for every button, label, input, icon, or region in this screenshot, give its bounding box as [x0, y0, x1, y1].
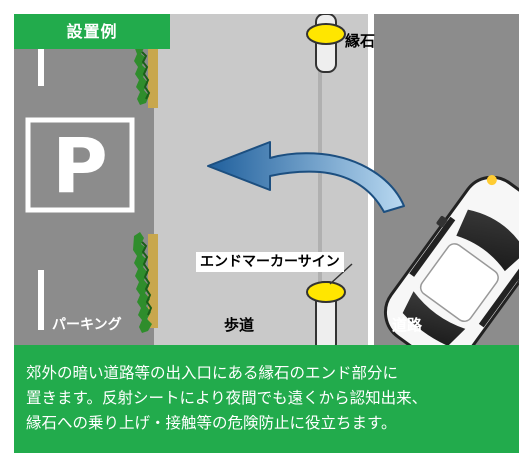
caption-line: 縁石への乗り上げ・接触等の危険防止に役立ちます。	[26, 414, 397, 432]
description-caption: 郊外の暗い道路等の出入口にある縁石のエンド部分に 置きます。反射シートにより夜間…	[14, 345, 519, 453]
parking-line-top	[38, 44, 44, 86]
sidewalk-label: 歩道	[224, 316, 255, 334]
end-marker-icon	[306, 281, 346, 345]
sidewalk-edge-line	[318, 14, 322, 345]
parking-letter: P	[52, 121, 108, 210]
caption-line: 郊外の暗い道路等の出入口にある縁石のエンド部分に	[26, 364, 399, 382]
curve-arrow-icon	[207, 141, 405, 213]
end-marker-sign-label: エンドマーカーサイン	[196, 252, 344, 272]
parking-line-bottom	[38, 270, 44, 330]
end-marker-icon	[306, 14, 346, 73]
curb-label: 縁石	[345, 32, 376, 50]
road-label: 道路	[392, 316, 423, 334]
end-marker-leader-line	[329, 263, 353, 285]
caption-line: 置きます。反射シートにより夜間でも遠くから認知出来、	[26, 389, 428, 407]
shrub-icon	[134, 42, 158, 108]
parking-label: パーキング	[52, 317, 122, 333]
shrub-icon	[133, 232, 158, 333]
car-icon	[383, 175, 519, 345]
parking-icon: P	[25, 117, 135, 213]
example-badge: 設置例	[14, 14, 170, 49]
